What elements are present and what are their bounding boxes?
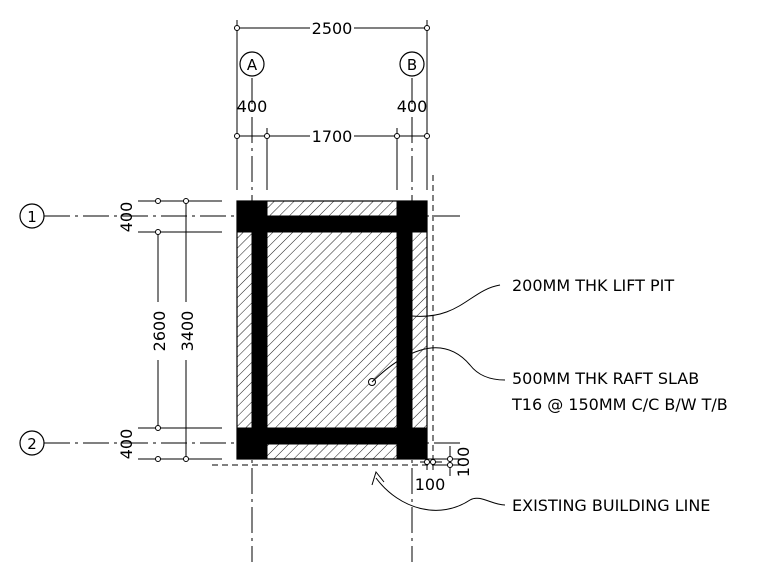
- dim-text-400-col-b: 400: [397, 97, 428, 116]
- label-lift-pit: 200MM THK LIFT PIT: [512, 276, 674, 295]
- dim-text-400-row-2: 400: [117, 429, 136, 460]
- raft-slab-hatch: [236, 200, 428, 460]
- dim-text-2500: 2500: [312, 19, 353, 38]
- grid-label-a: A: [247, 56, 258, 74]
- leader-raft-slab: [371, 347, 506, 383]
- dim-100-offsets: 100 100: [415, 446, 473, 494]
- dim-text-400-col-a: 400: [237, 97, 268, 116]
- dim-text-100-right: 100: [454, 447, 473, 478]
- pit-wall-bottom: [251, 427, 413, 445]
- grid-bubble-2: 2: [19, 430, 45, 456]
- dim-text-400-row-1: 400: [117, 202, 136, 233]
- dim-text-3400: 3400: [178, 311, 197, 352]
- dim-text-100-bottom: 100: [415, 475, 446, 494]
- grid-label-b: B: [407, 56, 417, 74]
- leader-building-line: [375, 477, 506, 511]
- dim-text-2600: 2600: [150, 311, 169, 352]
- label-existing-building-line: EXISTING BUILDING LINE: [512, 496, 710, 515]
- grid-bubble-1: 1: [19, 203, 45, 229]
- grid-bubble-a: A: [239, 51, 265, 77]
- dim-2500-overall: 2500: [234, 19, 430, 38]
- pit-wall-left: [251, 215, 268, 445]
- pit-wall-top: [251, 215, 413, 233]
- dim-2600-inner: 2600: [150, 198, 169, 462]
- pit-wall-right: [396, 215, 413, 445]
- leader-lift-pit: [411, 284, 501, 317]
- dim-text-1700: 1700: [312, 127, 353, 146]
- grid-label-2: 2: [27, 435, 37, 453]
- label-raft-reinforcement: T16 @ 150MM C/C B/W T/B: [511, 395, 728, 414]
- dim-1700-inner: 1700: [234, 127, 430, 146]
- arrow-building-line: [371, 470, 385, 486]
- dim-3400-overall: 3400: [178, 198, 197, 462]
- grid-bubble-b: B: [399, 51, 425, 77]
- grid-label-1: 1: [27, 208, 37, 226]
- label-raft-slab: 500MM THK RAFT SLAB: [512, 369, 699, 388]
